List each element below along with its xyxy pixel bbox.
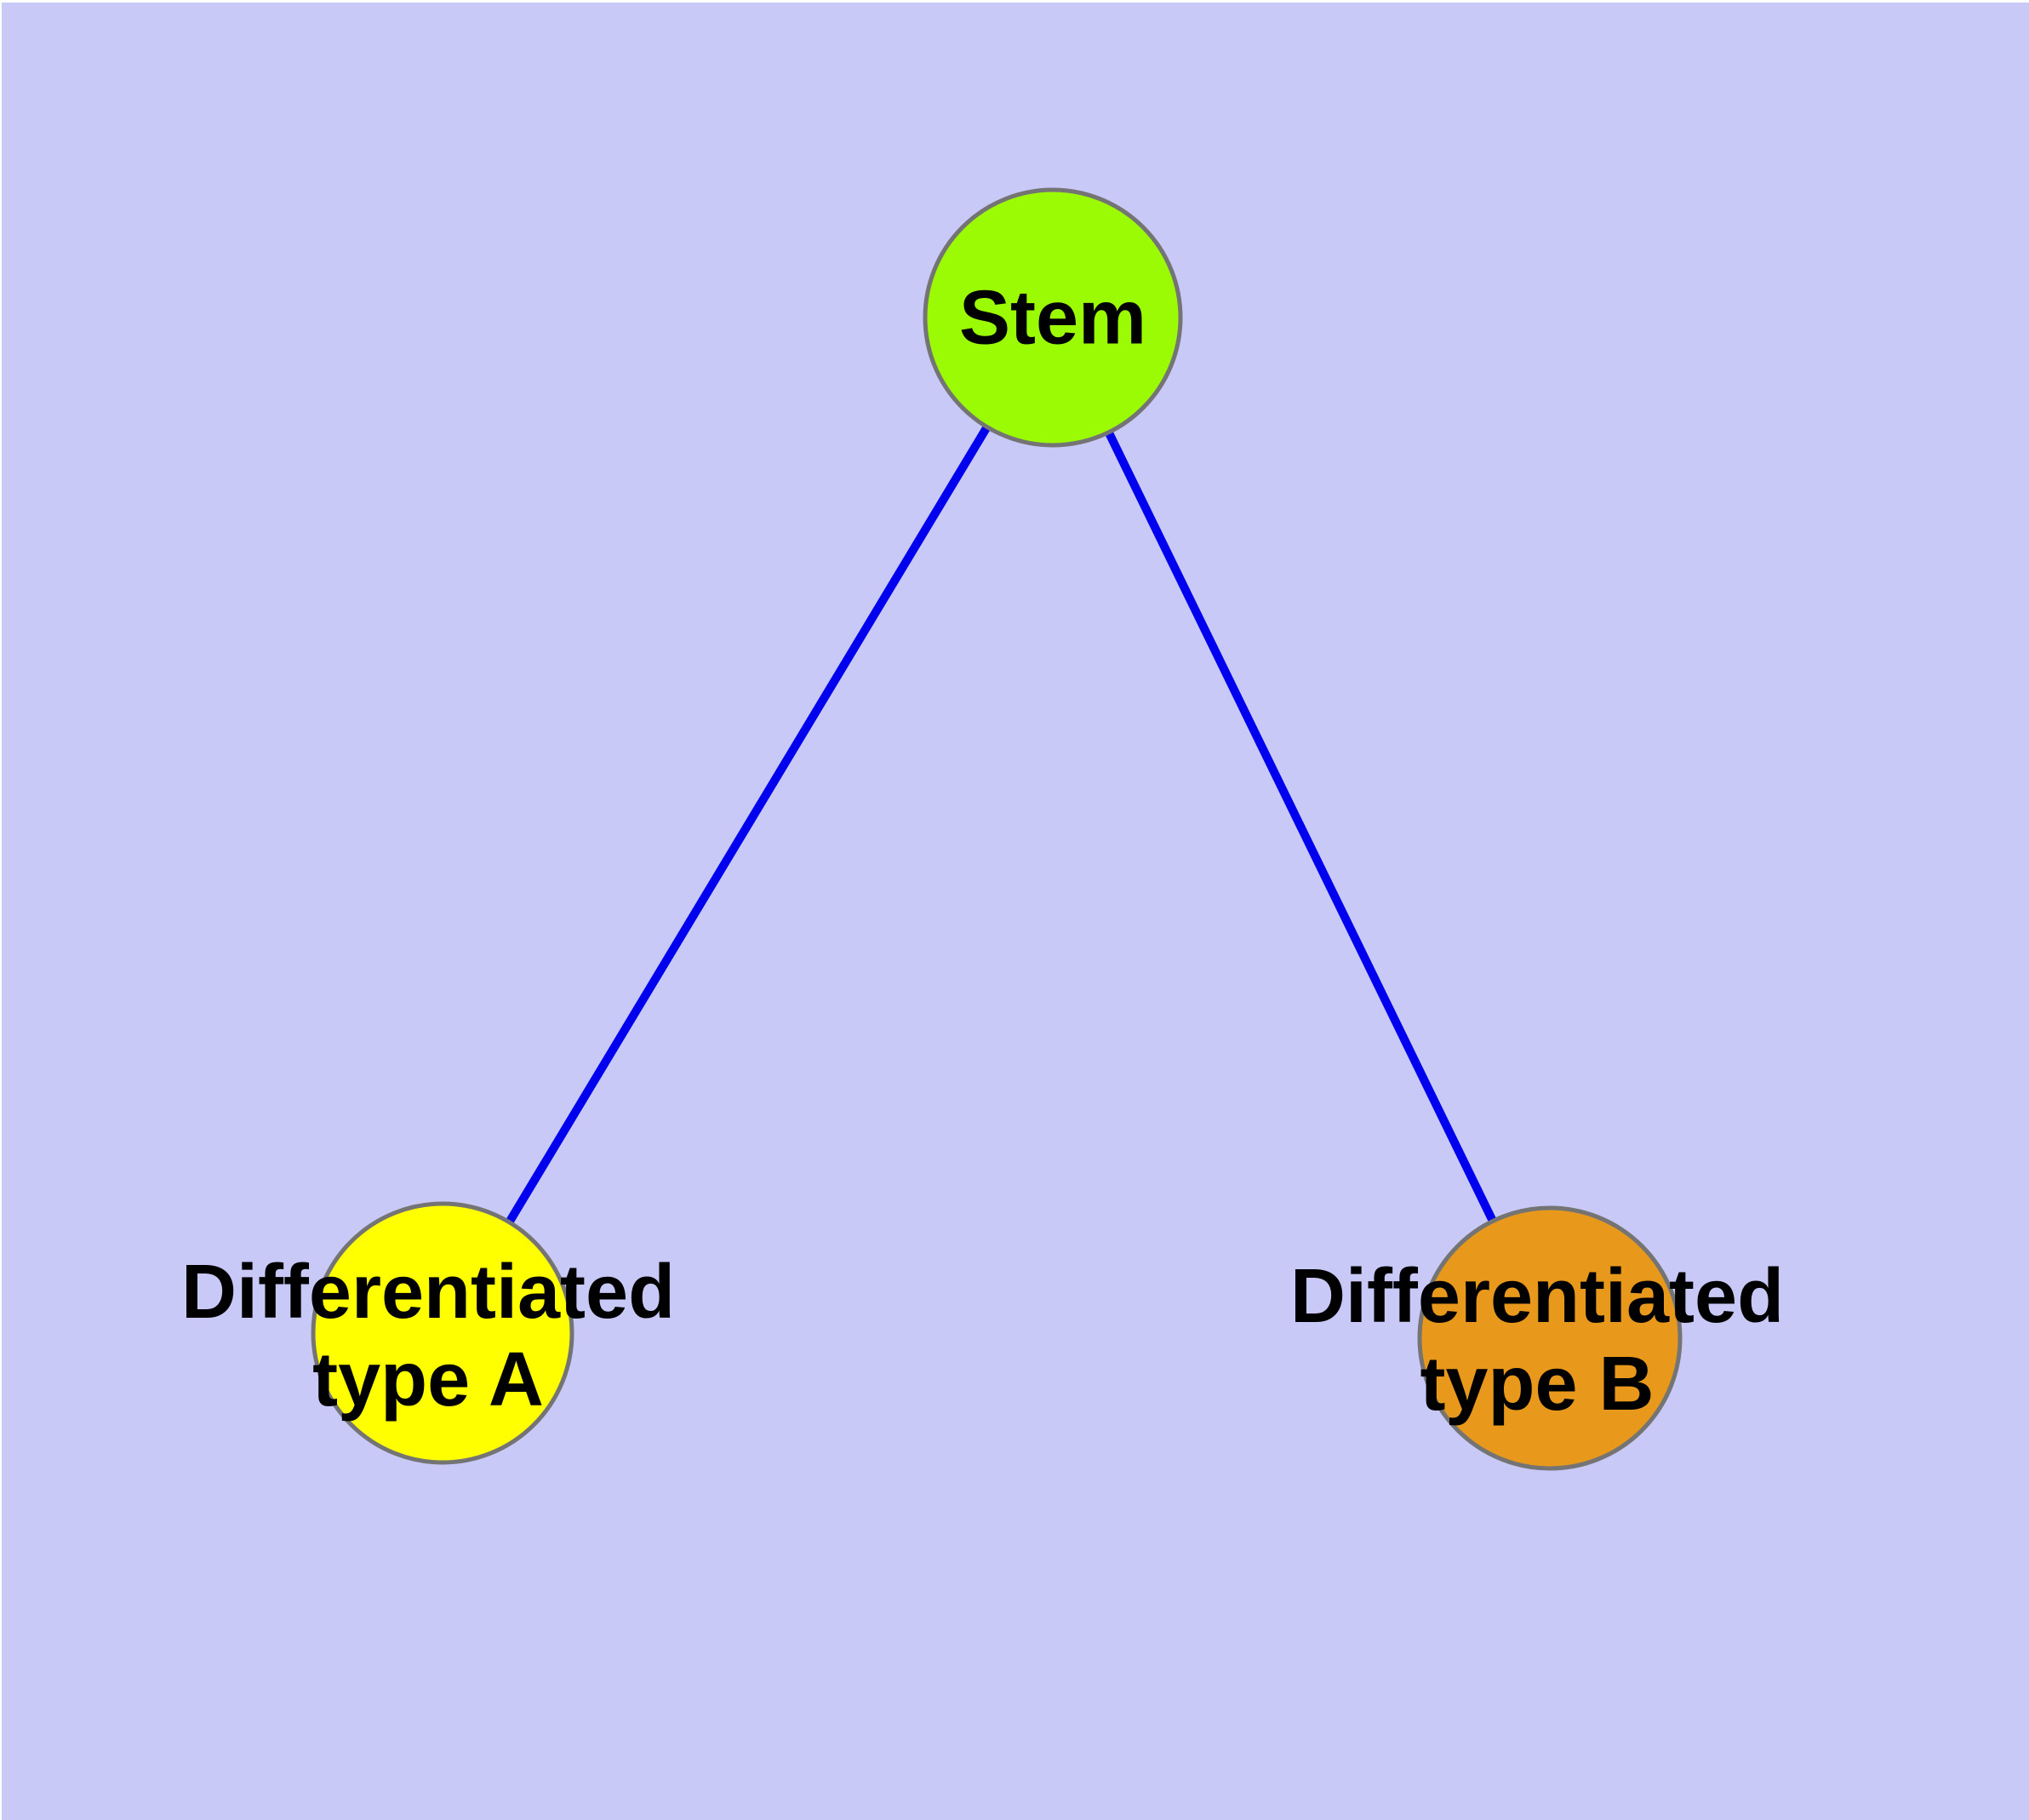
stem-node-circle xyxy=(923,187,1183,448)
type-a-label-line1: Differentiated xyxy=(180,1250,676,1335)
differentiated-type-b-node-circle xyxy=(1417,1205,1683,1471)
differentiated-type-a-node-label: Differentiated type A xyxy=(181,1249,675,1424)
type-a-label-line2: type A xyxy=(312,1337,544,1422)
type-b-label-line2: type B xyxy=(1420,1342,1655,1427)
differentiated-type-a-node-circle xyxy=(311,1201,574,1465)
type-b-label-line1: Differentiated xyxy=(1289,1254,1785,1339)
edge-stem-to-type-b xyxy=(1049,313,1554,1342)
stem-node-label: Stem xyxy=(958,275,1147,361)
edge-stem-to-type-a xyxy=(438,313,1057,1337)
differentiated-type-b-node-label: Differentiated type B xyxy=(1290,1253,1784,1428)
